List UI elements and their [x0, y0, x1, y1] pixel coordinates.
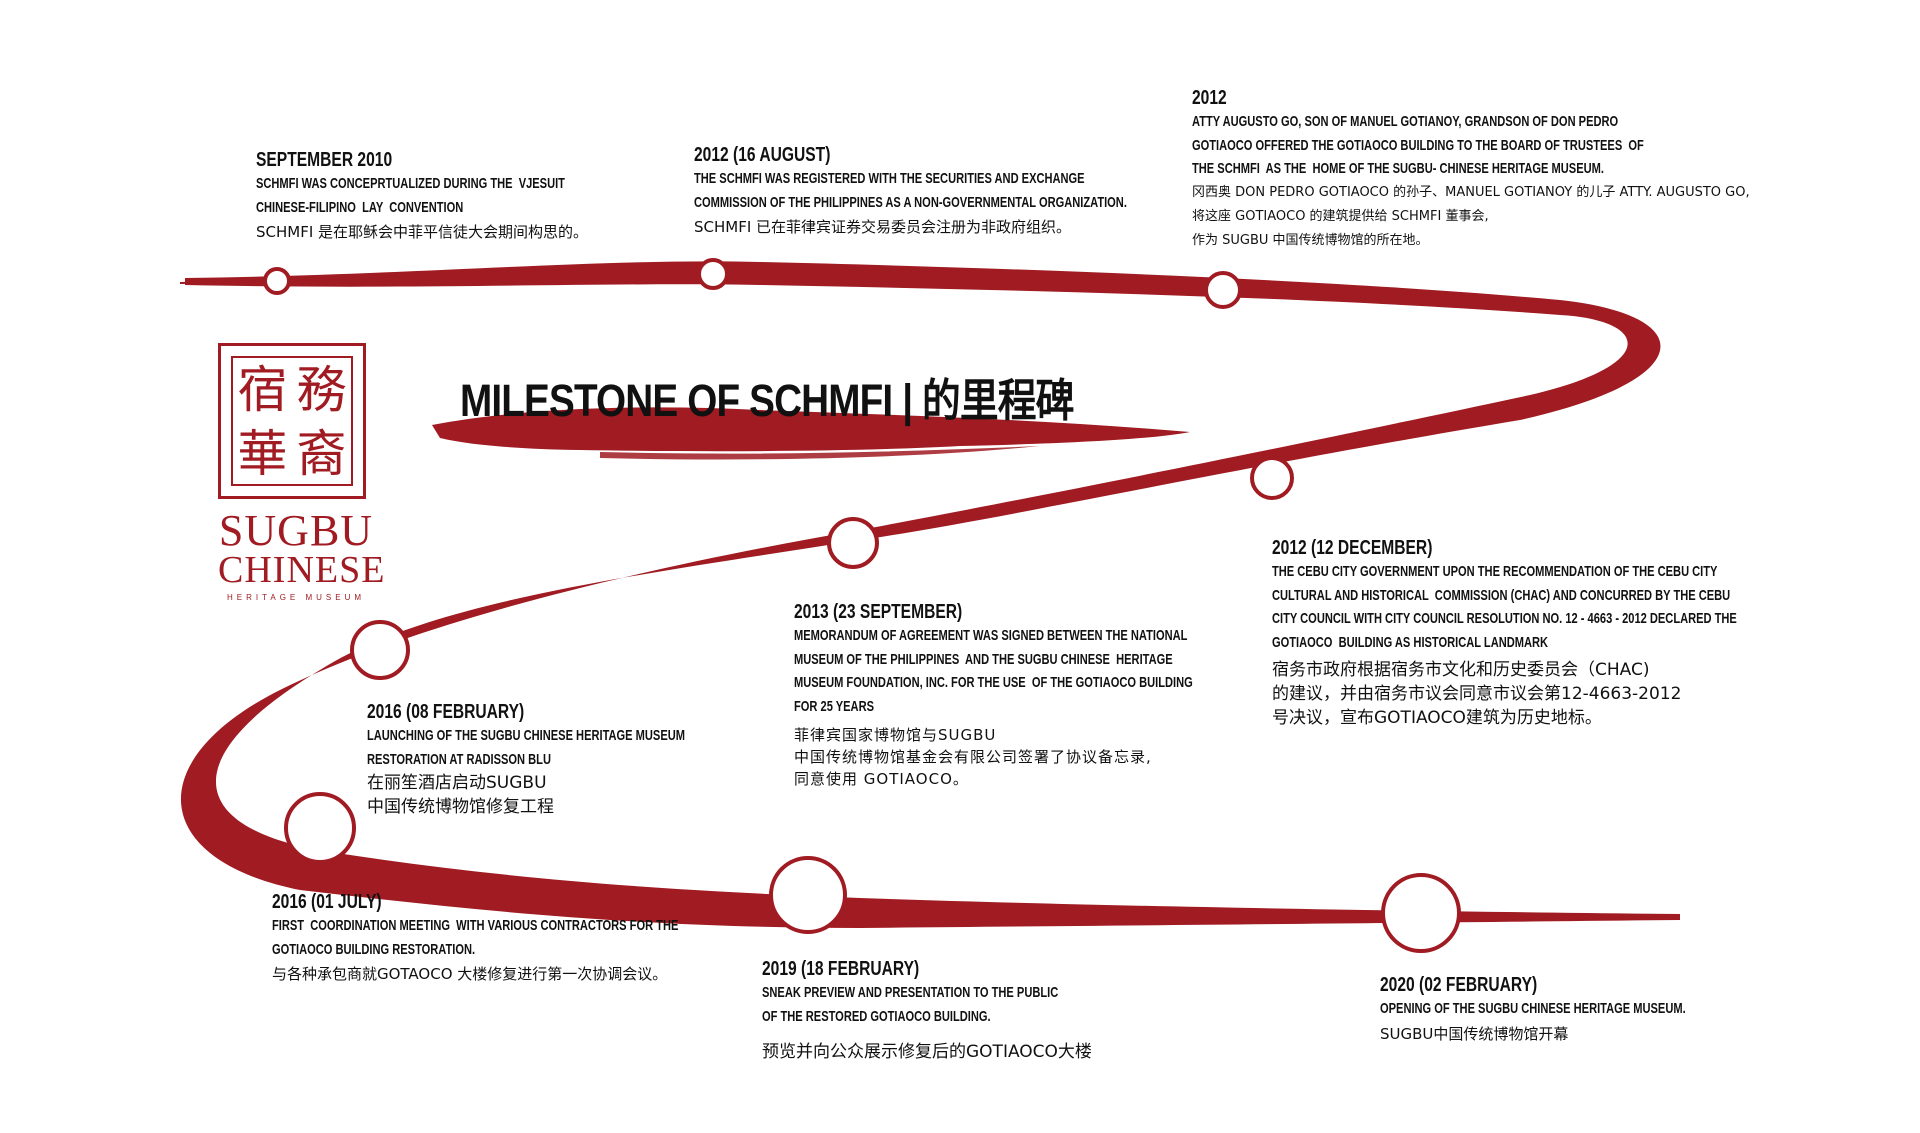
- milestone-text-en: OPENING OF THE SUGBU CHINESE HERITAGE MU…: [1380, 1000, 1686, 1017]
- milestone-text-zh: 在丽笙酒店启动SUGBU 中国传统博物馆修复工程: [367, 773, 554, 817]
- milestone-2020: 2020 (02 FEBRUARY) OPENING OF THE SUGBU …: [1380, 973, 1793, 1045]
- milestone-text-zh: SCHMFI 是在耶稣会中菲平信徒大会期间构思的。: [256, 223, 589, 241]
- milestone-date: 2019 (18 FEBRUARY): [762, 958, 920, 980]
- headline-brush-stroke: [432, 407, 1190, 452]
- milestone-text-en: ATTY AUGUSTO GO, SON OF MANUEL GOTIANOY,…: [1192, 113, 1644, 177]
- milestone-text-zh: 预览并向公众展示修复后的GOTIAOCO大楼: [762, 1042, 1092, 1062]
- milestone-text-zh: 宿务市政府根据宿务市文化和历史委员会（CHAC) 的建议，并由宿务市议会同意市议…: [1272, 660, 1682, 728]
- milestone-text-en: THE CEBU CITY GOVERNMENT UPON THE RECOMM…: [1272, 563, 1737, 651]
- milestone-date: SEPTEMBER 2010: [256, 149, 393, 171]
- milestone-text-zh: SCHMFI 已在菲律宾证券交易委员会注册为非政府组织。: [694, 218, 1072, 236]
- milestone-text-zh: 与各种承包商就GOTAOCO 大楼修复进行第一次协调会议。: [272, 965, 668, 983]
- milestone-date: 2016 (01 JULY): [272, 891, 382, 913]
- milestone-text-en: SNEAK PREVIEW AND PRESENTATION TO THE PU…: [762, 984, 1059, 1025]
- seal-char: 務: [296, 361, 347, 419]
- milestone-node-2019: [769, 856, 847, 934]
- milestone-node-2010: [263, 267, 291, 295]
- milestone-node-2020: [1381, 873, 1461, 953]
- milestone-text-en: THE SCHMFI WAS REGISTERED WITH THE SECUR…: [694, 170, 1127, 211]
- milestone-2010: SEPTEMBER 2010 SCHMFI WAS CONCEPRTUALIZE…: [256, 148, 674, 243]
- milestone-2013: 2013 (23 SEPTEMBER) MEMORANDUM OF AGREEM…: [794, 600, 1333, 790]
- milestone-node-2012-aug: [697, 258, 729, 290]
- milestone-date: 2012: [1192, 87, 1227, 109]
- milestone-2012-aug: 2012 (16 AUGUST) THE SCHMFI WAS REGISTER…: [694, 143, 1279, 238]
- milestone-date: 2020 (02 FEBRUARY): [1380, 974, 1538, 996]
- milestone-date: 2013 (23 SEPTEMBER): [794, 601, 963, 623]
- milestone-text-en: MEMORANDUM OF AGREEMENT WAS SIGNED BETWE…: [794, 627, 1193, 715]
- page-title: MILESTONE OF SCHMFI | 的里程碑: [460, 375, 1074, 426]
- milestone-2016-feb: 2016 (08 FEBRUARY) LAUNCHING OF THE SUGB…: [367, 700, 797, 819]
- milestone-node-2012: [1204, 271, 1242, 309]
- sugbu-logo: 宿 務 華 裔 SUGBU CHINESE HERITAGE MUSEUM: [218, 343, 386, 602]
- milestone-text-en: SCHMFI WAS CONCEPRTUALIZED DURING THE VJ…: [256, 175, 565, 216]
- milestone-date: 2012 (16 AUGUST): [694, 144, 831, 166]
- milestone-text-zh: 冈西奥 DON PEDRO GOTIAOCO 的孙子、MANUEL GOTIAN…: [1192, 184, 1750, 248]
- milestone-2012-dec: 2012 (12 DECEMBER) THE CEBU CITY GOVERNM…: [1272, 536, 1900, 730]
- milestone-text-zh: 菲律宾国家博物馆与SUGBU 中国传统博物馆基金会有限公司签署了协议备忘录, 同…: [794, 726, 1152, 788]
- logo-line-chinese: CHINESE: [218, 549, 386, 591]
- milestone-node-2013: [827, 517, 879, 569]
- milestone-text-en: LAUNCHING OF THE SUGBU CHINESE HERITAGE …: [367, 727, 686, 768]
- milestone-node-2016-jul: [284, 792, 356, 864]
- milestone-2012: 2012 ATTY AUGUSTO GO, SON OF MANUEL GOTI…: [1192, 86, 1803, 253]
- timeline-road-edge: [179, 264, 1561, 305]
- milestone-2016-jul: 2016 (01 JULY) FIRST COORDINATION MEETIN…: [272, 890, 821, 985]
- milestone-text-zh: SUGBU中国传统博物馆开幕: [1380, 1024, 1569, 1043]
- seal-char: 宿: [237, 361, 288, 419]
- headline-brush-wisp: [600, 446, 1040, 460]
- milestone-node-2012-dec: [1250, 456, 1294, 500]
- milestone-date: 2016 (08 FEBRUARY): [367, 701, 525, 723]
- logo-seal: 宿 務 華 裔: [218, 343, 366, 499]
- milestone-node-2016-feb: [350, 620, 410, 680]
- milestone-2019: 2019 (18 FEBRUARY) SNEAK PREVIEW AND PRE…: [762, 957, 1162, 1064]
- logo-line-heritage: HERITAGE MUSEUM: [226, 593, 366, 602]
- logo-line-sugbu: SUGBU: [218, 506, 374, 555]
- seal-char: 裔: [296, 425, 347, 483]
- seal-char: 華: [237, 425, 288, 483]
- milestone-text-en: FIRST COORDINATION MEETING WITH VARIOUS …: [272, 917, 679, 958]
- milestone-date: 2012 (12 DECEMBER): [1272, 537, 1433, 559]
